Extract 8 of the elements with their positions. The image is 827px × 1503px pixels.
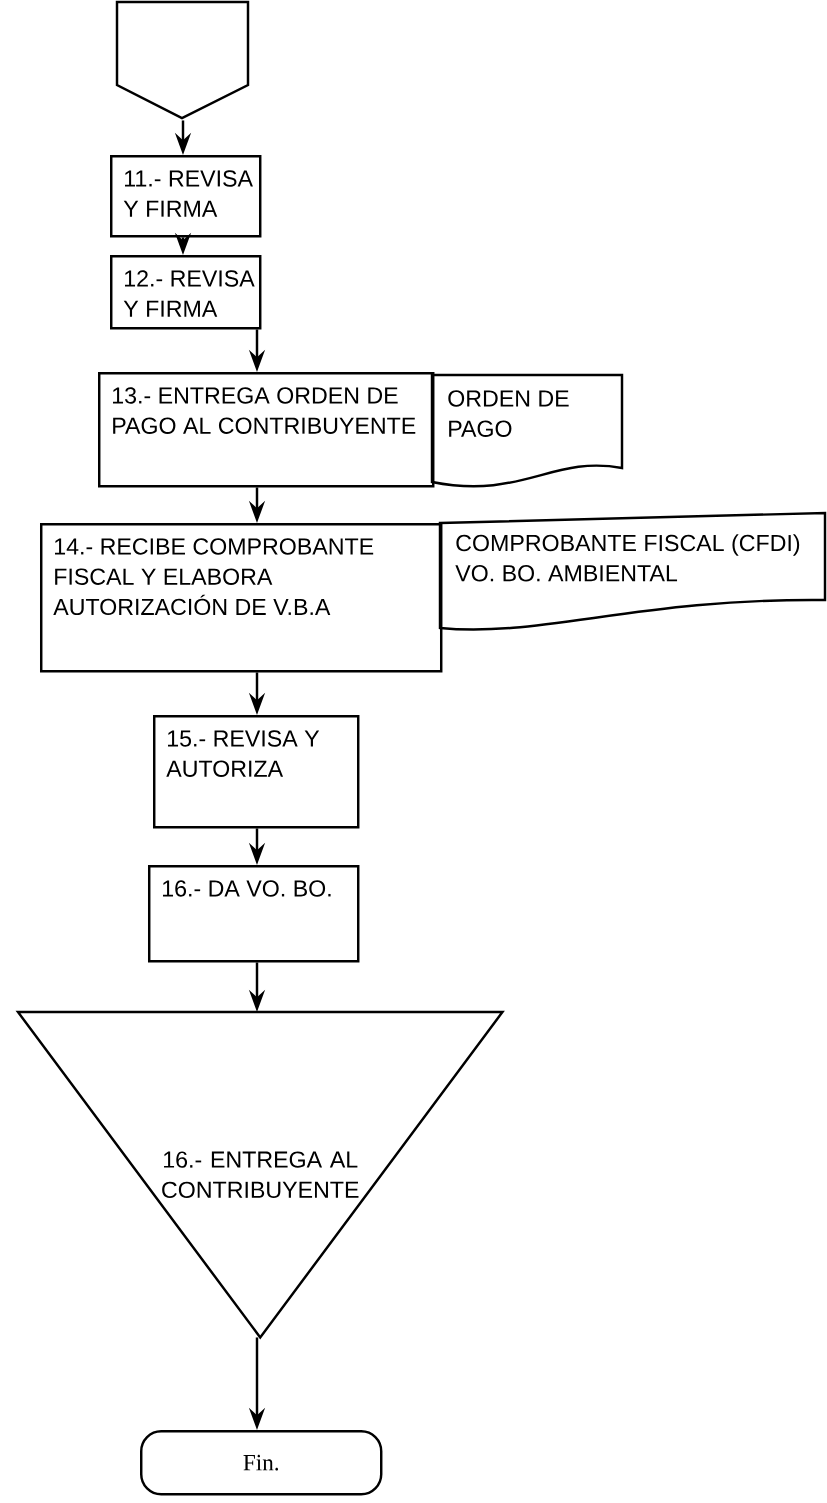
process-box: 12.- REVISA Y FIRMA <box>110 255 262 330</box>
process-box: 11.- REVISA Y FIRMA <box>110 155 262 238</box>
process-box: 14.- RECIBE COMPROBANTE FISCAL Y ELABORA AUTORIZACIÓN DE V.B.A <box>40 523 443 673</box>
process-box: 16.- DA VO. BO. <box>148 865 360 963</box>
terminator-box: Fin. <box>140 1430 383 1496</box>
process-box: 15.- REVISA Y AUTORIZA <box>153 715 360 829</box>
process-box: 13.- ENTREGA ORDEN DE PAGO AL CONTRIBUYENTE <box>98 372 435 488</box>
off-page-connector <box>115 0 250 120</box>
